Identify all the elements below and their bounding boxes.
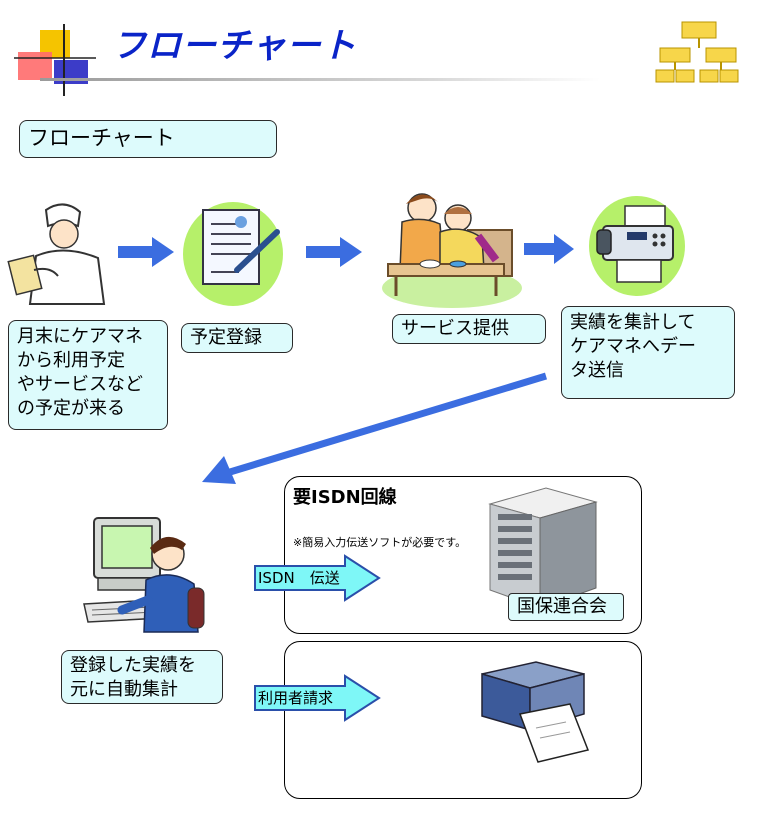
org-chart-icon xyxy=(652,18,744,90)
step-5-line-1: 登録した実績を xyxy=(70,655,196,676)
step-1-line-4: の予定が来る xyxy=(17,398,125,419)
step-4-line-3: タ送信 xyxy=(570,360,624,381)
caregiver-meal-icon xyxy=(378,186,524,310)
flow-arrow-3 xyxy=(524,234,576,264)
step-4-box: 実績を集計して ケアマネへデー タ送信 xyxy=(561,306,735,399)
server-icon xyxy=(484,484,604,610)
step-2-box: 予定登録 xyxy=(181,323,293,353)
billing-group xyxy=(284,641,642,799)
isdn-note: ※簡易入力伝送ソフトが必要です。 xyxy=(293,536,467,549)
document-pen-icon xyxy=(181,196,285,308)
step-1-line-3: やサービスなど xyxy=(17,374,143,395)
return-arrow xyxy=(190,366,560,490)
billing-arrow xyxy=(253,674,383,722)
isdn-group-title: 要ISDN回線 xyxy=(293,487,397,508)
step-5-line-2: 元に自動集計 xyxy=(70,679,178,700)
step-1-box: 月末にケアマネ から利用予定 やサービスなど の予定が来る xyxy=(8,320,168,430)
step-5-box: 登録した実績を 元に自動集計 xyxy=(61,650,223,704)
nurse-clipboard-icon xyxy=(6,196,116,306)
flow-arrow-2 xyxy=(306,237,364,267)
printer-icon xyxy=(466,656,596,766)
step-1-line-1: 月末にケアマネ xyxy=(17,326,143,347)
step-1-line-2: から利用予定 xyxy=(17,350,125,371)
title-underline xyxy=(40,78,600,81)
step-4-line-1: 実績を集計して xyxy=(570,312,696,333)
flow-arrow-1 xyxy=(118,237,176,267)
isdn-arrow xyxy=(253,554,383,602)
computer-operator-icon xyxy=(78,514,208,638)
fax-machine-icon xyxy=(587,192,689,298)
step-3-box: サービス提供 xyxy=(392,314,546,344)
logo-squares-icon xyxy=(14,24,104,102)
server-label: 国保連合会 xyxy=(508,593,624,621)
step-4-line-2: ケアマネへデー xyxy=(570,336,696,357)
page-title: フローチャート xyxy=(112,26,357,66)
billing-arrow-label: 利用者請求 xyxy=(258,689,334,707)
section-label: フローチャート xyxy=(19,120,277,158)
isdn-arrow-label: ISDN 伝送 xyxy=(258,569,340,587)
